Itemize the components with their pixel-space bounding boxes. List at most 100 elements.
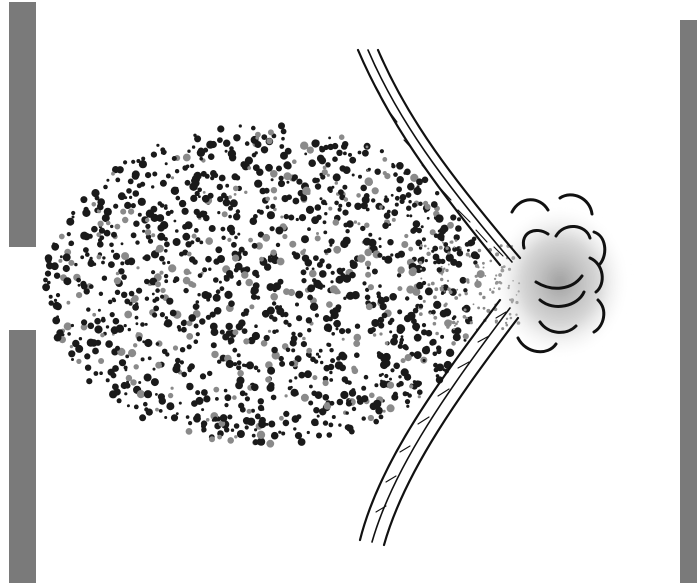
cloud-particle [188,421,192,425]
cloud-particle [164,279,168,283]
cloud-particle [152,312,157,317]
drift-speck [447,251,450,254]
cloud-particle [76,278,81,283]
cloud-particle [63,277,71,285]
cloud-particle [166,402,174,410]
cloud-particle [227,225,235,233]
cloud-particle [196,397,204,405]
cloud-particle [298,438,306,446]
cloud-particle [92,202,97,207]
cloud-particle [206,418,210,422]
cloud-particle [389,293,397,301]
cloud-particle [255,141,262,148]
cloud-particle [230,199,238,207]
cloud-particle [315,183,321,189]
cloud-particle [237,233,240,236]
cloud-particle [327,186,333,192]
cloud-particle [373,333,376,336]
cloud-particle [226,270,233,277]
cloud-particle [393,172,398,177]
cloud-particle [184,269,191,276]
cloud-particle [98,358,104,364]
cloud-particle [234,423,240,429]
cloud-particle [306,267,309,270]
cloud-particle [196,300,200,304]
cloud-particle [336,327,339,330]
drift-speck [448,264,450,266]
cloud-particle [276,166,282,172]
cloud-particle [268,129,274,135]
cloud-particle [225,150,228,153]
cloud-particle [213,173,218,178]
cloud-particle [113,253,120,260]
cloud-particle [278,122,285,129]
cloud-particle [271,187,277,193]
cloud-particle [314,359,318,363]
cloud-particle [358,175,362,179]
cloud-particle [261,407,264,410]
cloud-particle [273,256,277,260]
cloud-particle [279,144,284,149]
cloud-particle [323,231,327,235]
cloud-particle [106,210,111,215]
cloud-particle [436,349,441,354]
cloud-particle [324,212,327,215]
cloud-particle [228,195,232,199]
cloud-particle [340,353,347,360]
cloud-particle [175,187,178,190]
cloud-particle [144,254,151,261]
cloud-particle [460,277,467,284]
cloud-particle [332,156,338,162]
cloud-particle [266,138,272,144]
cloud-particle [327,327,332,332]
cloud-particle [196,213,202,219]
cloud-particle [435,332,439,336]
cloud-particle [164,237,168,241]
cloud-particle [155,248,159,252]
cloud-particle [307,295,313,301]
cloud-particle [170,210,174,214]
cloud-particle [99,228,105,234]
cloud-particle [395,203,399,207]
cloud-particle [155,408,159,412]
cloud-particle [406,192,412,198]
cloud-particle [472,237,477,242]
cloud-particle [315,178,320,183]
cloud-particle [128,349,136,357]
cloud-particle [257,369,260,372]
cloud-particle [56,329,63,336]
drift-speck [484,275,486,277]
cloud-particle [291,332,295,336]
cloud-particle [370,403,378,411]
cloud-particle [335,181,338,184]
cloud-particle [116,272,120,276]
cloud-particle [193,303,200,310]
cloud-particle [145,229,151,235]
cloud-particle [101,261,105,265]
cloud-particle [151,152,157,158]
cloud-particle [233,186,239,192]
cloud-particle [301,269,307,275]
cloud-particle [303,236,308,241]
cloud-particle [133,221,139,227]
cloud-particle [345,328,351,334]
cloud-particle [219,175,226,182]
cloud-particle [192,234,197,239]
cloud-particle [108,261,115,268]
cloud-particle [242,364,245,367]
cloud-particle [268,382,274,388]
cloud-particle [313,255,319,261]
cloud-particle [195,237,200,242]
drift-speck [420,268,422,270]
drift-speck [439,246,443,250]
cloud-particle [159,397,166,404]
cloud-particle [268,330,271,333]
cloud-particle [133,343,137,347]
cloud-particle [186,415,190,419]
drift-speck [457,321,459,323]
cloud-particle [262,310,270,318]
cloud-particle [162,261,165,264]
drift-speck [495,320,498,323]
cloud-particle [63,265,70,272]
cloud-particle [436,364,444,372]
